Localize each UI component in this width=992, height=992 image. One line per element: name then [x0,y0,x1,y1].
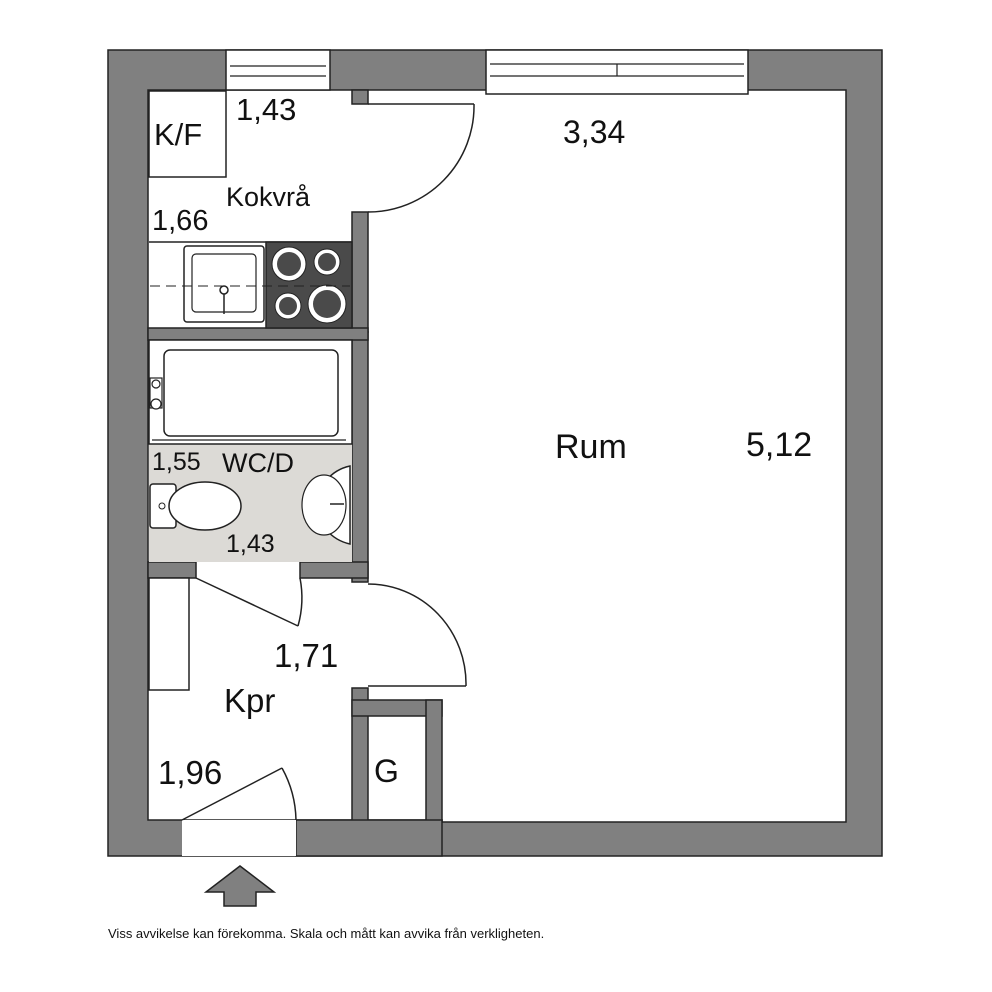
dim-kokvra-side: 1,66 [152,205,208,237]
room-door [367,583,467,687]
label-kpr: Kpr [224,682,275,719]
dim-rum-depth: 5,12 [746,426,812,464]
toilet-icon [149,481,242,531]
kitchen-door [367,103,475,213]
sink-icon [183,245,265,323]
inner-walls [147,89,443,857]
washbasin-icon [301,465,351,545]
label-wcd: WC/D [222,448,294,478]
dim-wcd-side: 1,55 [152,448,201,476]
dim-kpr-top: 1,71 [274,637,338,674]
bathroom-door [195,577,303,627]
dim-kpr-side: 1,96 [158,754,222,791]
fridge-freezer [148,90,227,178]
disclaimer-text: Viss avvikelse kan förekomma. Skala och … [108,926,545,941]
dim-rum-width: 3,34 [563,114,625,150]
label-kokvra: Kokvrå [226,182,311,212]
hall-closet [148,577,190,691]
label-rum: Rum [555,428,627,466]
bathtub-icon [148,339,353,445]
dim-kokvra-top: 1,43 [236,92,296,127]
dim-wcd-bottom: 1,43 [226,530,275,558]
entrance-arrow-icon [203,865,277,907]
label-g: G [374,753,399,789]
entrance-opening [182,820,296,856]
window-room [485,49,749,95]
window-kitchen [225,49,331,91]
label-kf: K/F [154,117,202,152]
entrance-door [181,767,297,821]
stove-icon [265,241,353,329]
